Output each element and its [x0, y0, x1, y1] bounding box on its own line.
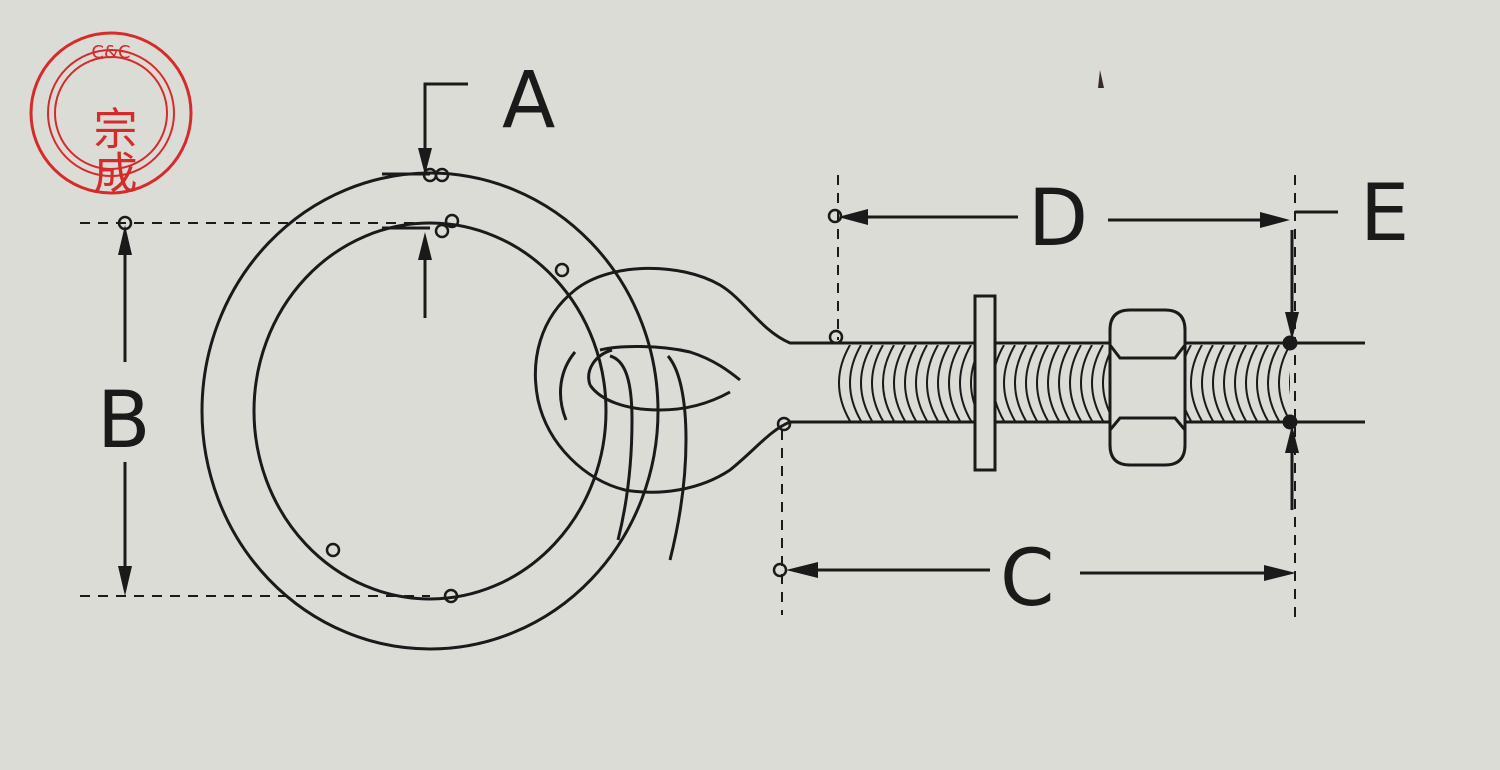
label-e: E: [1360, 169, 1410, 259]
dimension-a: [382, 82, 468, 318]
label-c: C: [1000, 534, 1055, 624]
dimension-c: [796, 568, 1282, 575]
dimension-e: [1290, 210, 1338, 510]
washer-icon: [973, 294, 997, 472]
label-b: B: [97, 376, 151, 466]
seal-characters: 宗成: [86, 106, 137, 194]
eye-bolt-icon: [533, 266, 830, 561]
company-seal: C&C 宗成: [29, 31, 193, 195]
label-a: A: [502, 56, 556, 146]
hex-nut-icon: [1108, 308, 1187, 467]
label-d: D: [1028, 174, 1089, 264]
seal-top-text: C&C: [91, 42, 130, 63]
ring-icon: [200, 171, 660, 651]
shank-outline: [830, 341, 1365, 424]
thread-icon: [838, 345, 1290, 421]
dimension-d: [850, 215, 1278, 222]
